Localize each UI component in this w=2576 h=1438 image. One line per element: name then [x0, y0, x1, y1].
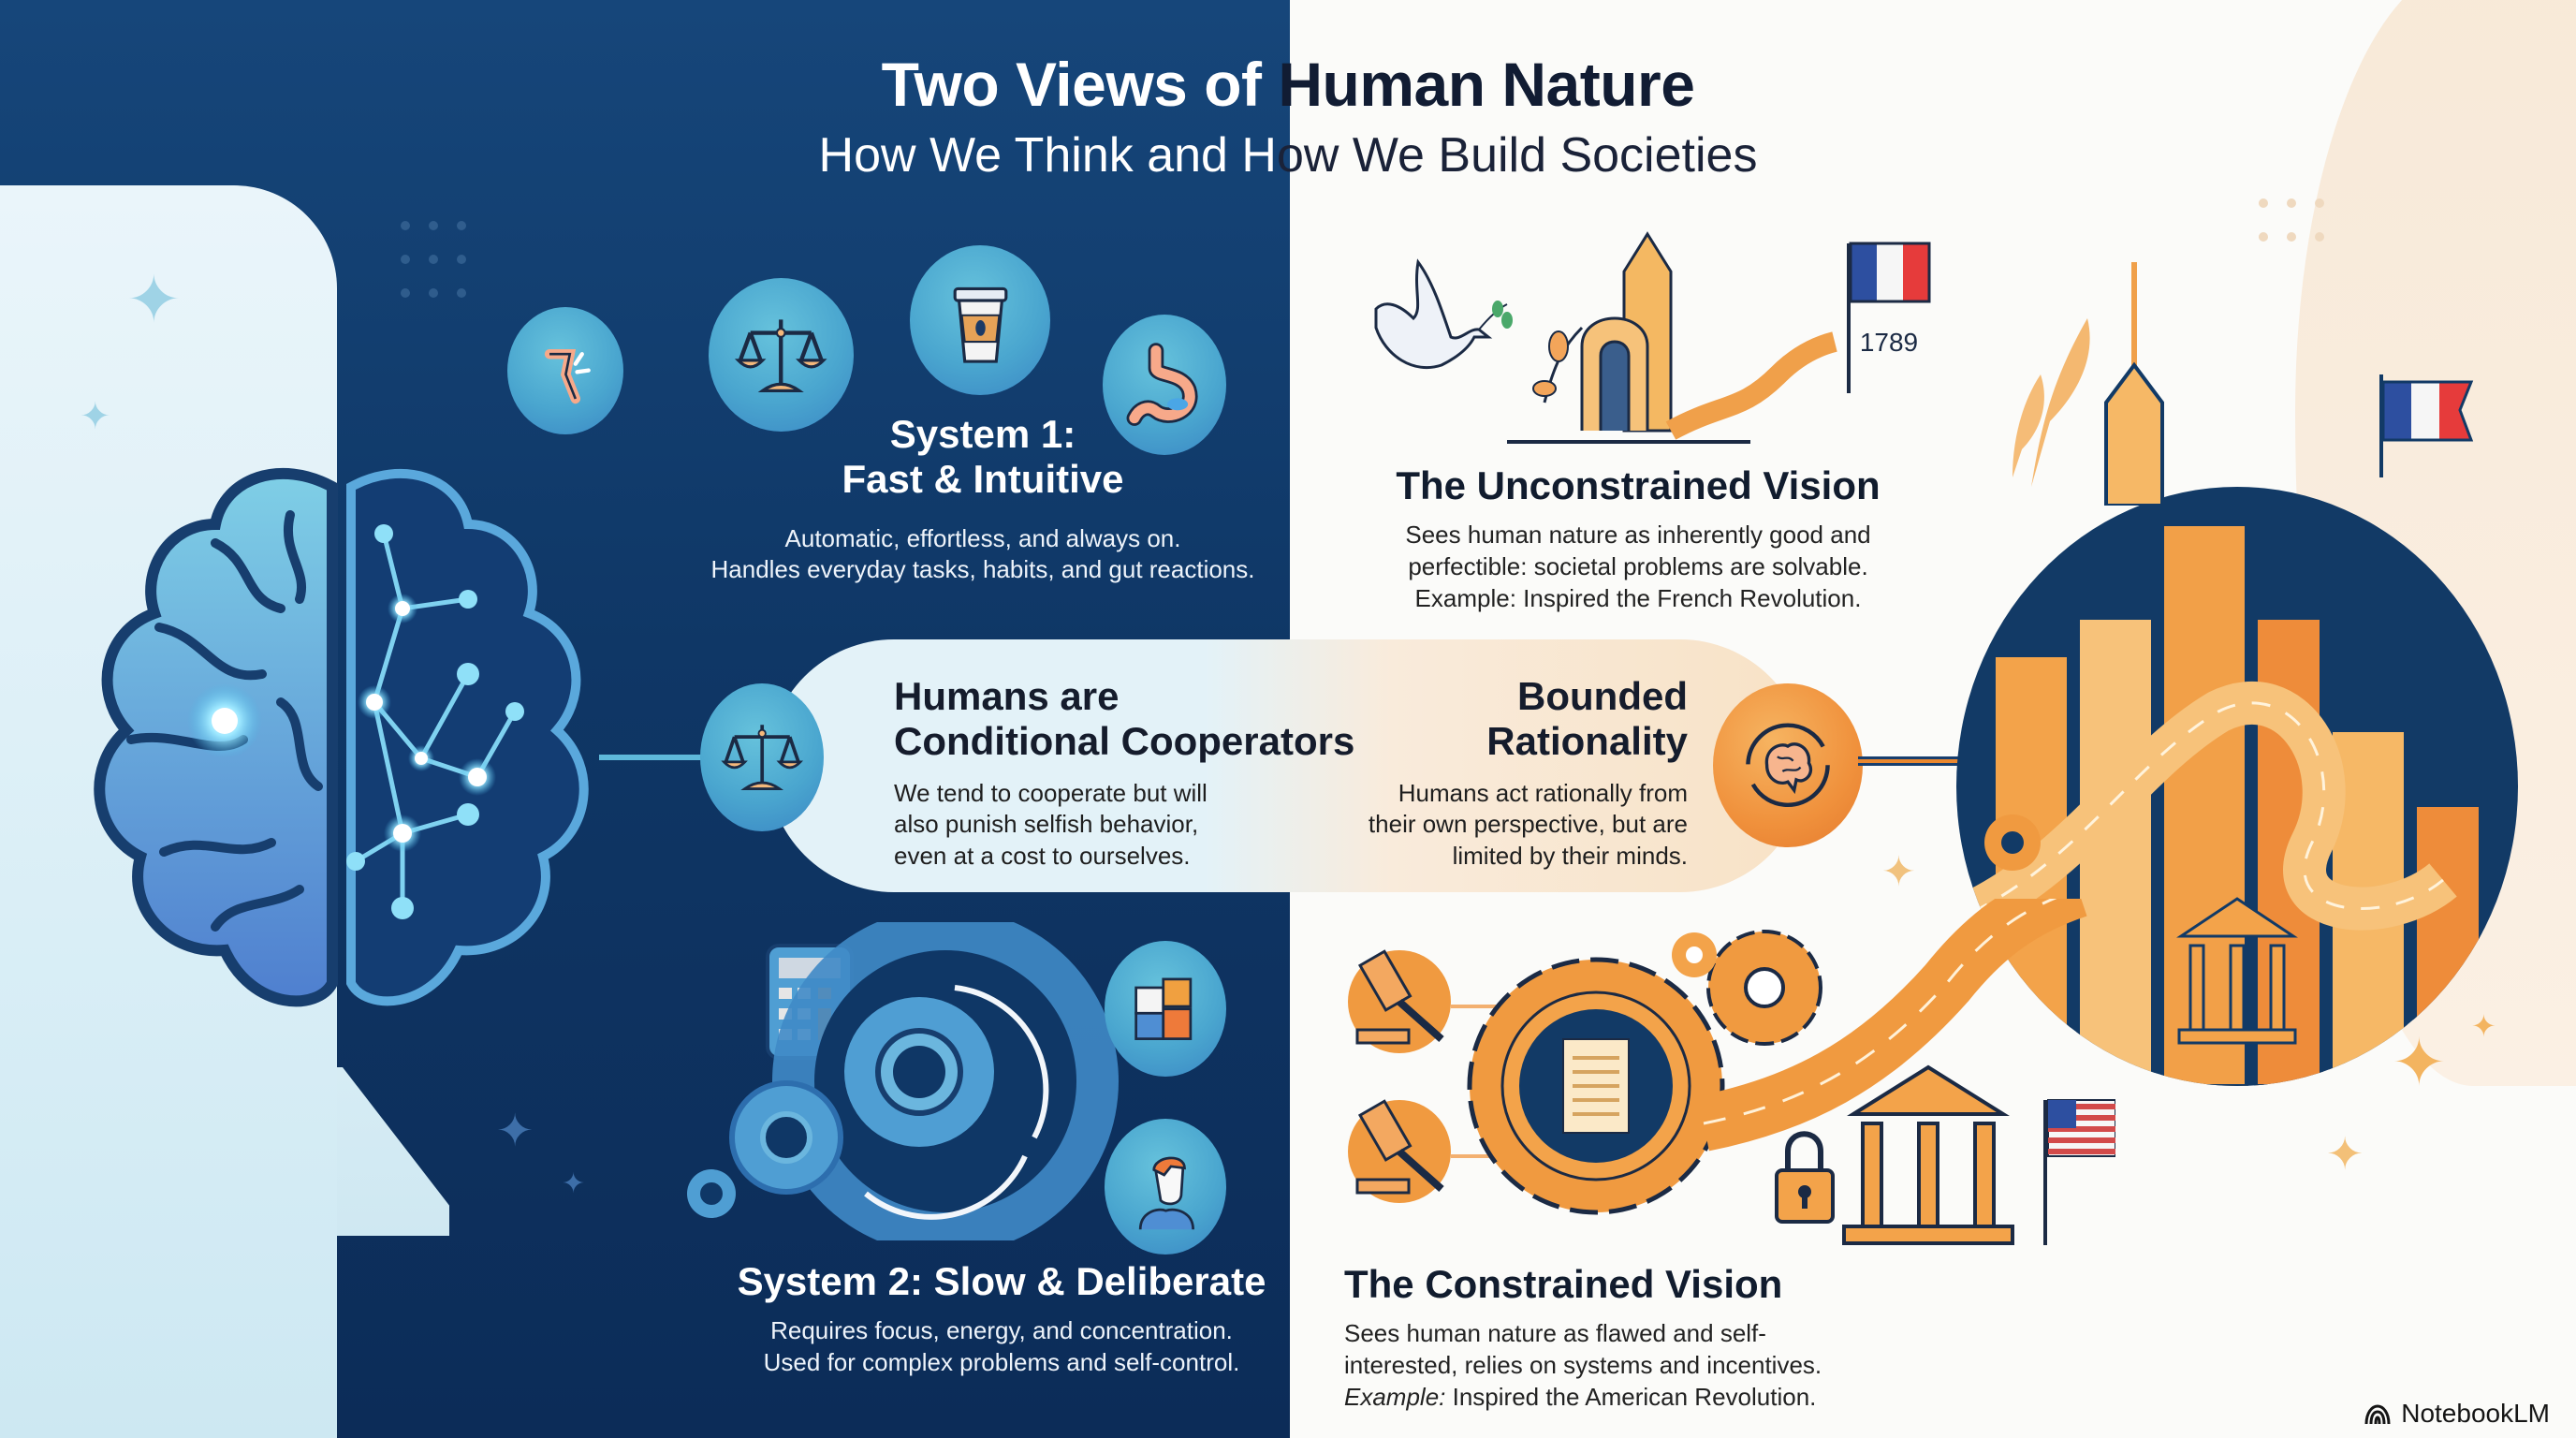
system2-description: Requires focus, energy, and concentratio…	[763, 1316, 1240, 1377]
central-comparison-band	[768, 639, 1807, 892]
french-flag-icon	[2379, 374, 2474, 477]
system2-gears-illustration	[687, 922, 1175, 1240]
brain-cycle-icon	[1713, 683, 1863, 847]
sparkle-icon: ✦	[2471, 1009, 2496, 1043]
system1-section: System 1: Fast & Intuitive Automatic, ef…	[655, 412, 1310, 586]
stomach-icon	[1103, 315, 1226, 455]
sparkle-icon: ✦	[562, 1168, 586, 1199]
sparkle-icon: ✦	[126, 263, 182, 336]
connector-line	[1858, 756, 1970, 766]
tower-spire	[2104, 262, 2164, 506]
courthouse-icon	[2176, 897, 2298, 1045]
constrained-vision-section: The Constrained Vision Sees human nature…	[1344, 1262, 1943, 1414]
bounded-title: Bounded Rationality	[1486, 674, 1688, 764]
cooperators-section: Humans are Conditional Cooperators We te…	[894, 674, 1381, 873]
bounded-description: Humans act rationally from their own per…	[1368, 778, 1688, 871]
scales-icon	[709, 278, 854, 432]
connector-line	[599, 755, 711, 760]
notebooklm-logo-icon	[2364, 1404, 2391, 1425]
system2-title: System 2: Slow & Deliberate	[737, 1259, 1266, 1303]
cooperators-title: Humans are Conditional Cooperators	[894, 674, 1355, 764]
unconstrained-illustration: 1789	[1374, 231, 1931, 444]
sparkle-icon: ✦	[2392, 1026, 2447, 1099]
sparkle-icon: ✦	[2326, 1130, 2364, 1180]
constrained-illustration	[1348, 899, 2115, 1245]
gavel-icon	[1348, 949, 1451, 1053]
padlock-icon	[1775, 1131, 1835, 1224]
page-title: Two Views of Human Nature	[881, 50, 1695, 119]
sparkle-icon: ✦	[1881, 849, 1916, 895]
reflex-knee-icon	[507, 307, 623, 434]
gear-document-icon	[1467, 957, 1725, 1215]
gavel-icon	[1348, 1099, 1451, 1203]
flag-year: 1789	[1860, 328, 1918, 357]
sparkle-icon: ✦	[80, 396, 111, 437]
coffee-cup-icon	[910, 245, 1050, 395]
unconstrained-description: Sees human nature as inherently good and…	[1405, 521, 1871, 612]
scales-icon	[700, 683, 824, 831]
bounded-rationality-section: Bounded Rationality Humans act rationall…	[1329, 674, 1688, 873]
page-subtitle: How We Think and How We Build Societies	[818, 128, 1758, 183]
dove-icon	[1374, 258, 1513, 370]
city-skyline-illustration	[1956, 487, 2518, 1086]
cooperators-description: We tend to cooperate but will also punis…	[894, 778, 1208, 871]
decorative-dots	[401, 221, 466, 298]
system1-title: System 1: Fast & Intuitive	[842, 412, 1124, 502]
constrained-title: The Constrained Vision	[1344, 1262, 1783, 1306]
puzzle-icon	[1105, 941, 1226, 1077]
system2-section: System 2: Slow & Deliberate Requires foc…	[674, 1259, 1329, 1379]
french-flag-icon	[1847, 242, 1931, 393]
american-flag-icon	[2043, 1099, 2115, 1245]
leaf-icon	[2012, 318, 2090, 487]
system1-description: Automatic, effortless, and always on. Ha…	[710, 523, 1255, 584]
decorative-dots	[2259, 198, 2324, 242]
sparkle-icon: ✦	[496, 1107, 534, 1156]
brain-icon	[94, 468, 589, 1007]
courthouse-icon	[1842, 1064, 2014, 1245]
tower-arch-icon	[1507, 231, 1837, 444]
constrained-description: Sees human nature as flawed and self- in…	[1344, 1319, 1822, 1411]
small-gears-icon	[1672, 930, 1822, 1046]
notebooklm-branding: NotebookLM	[2364, 1399, 2550, 1429]
unconstrained-title: The Unconstrained Vision	[1396, 463, 1881, 507]
brand-name: NotebookLM	[2401, 1399, 2550, 1428]
thinking-person-icon	[1105, 1119, 1226, 1255]
small-gear-icon	[687, 1080, 843, 1218]
unconstrained-vision-section: The Unconstrained Vision Sees human natu…	[1348, 463, 1928, 615]
large-gear-icon	[772, 922, 1119, 1240]
